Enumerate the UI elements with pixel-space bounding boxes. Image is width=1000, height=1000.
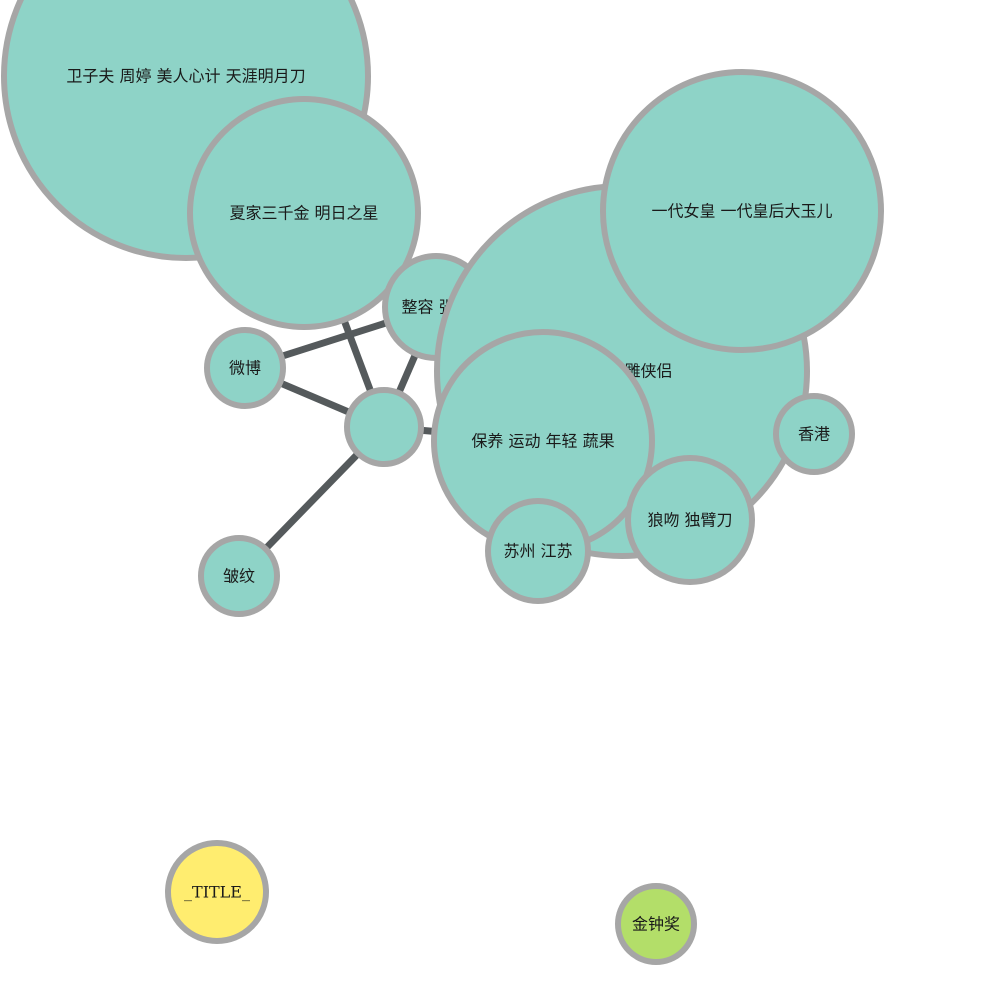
node-baoyang[interactable]: 保养 运动 年轻 蔬果: [431, 329, 655, 553]
node-label: 一代女皇 一代皇后大玉儿: [651, 202, 832, 221]
node-hub[interactable]: [344, 387, 424, 467]
node-label: 苏州 江苏: [503, 542, 572, 561]
node-langwen[interactable]: 狼吻 独臂刀: [625, 455, 755, 585]
node-circle: [204, 327, 286, 409]
node-label: 香港: [798, 425, 830, 444]
node-label: 微博: [229, 359, 261, 378]
node-weibo[interactable]: 微博: [204, 327, 286, 409]
node-title[interactable]: _TITLE_: [165, 840, 269, 944]
node-label: 金钟奖: [632, 915, 680, 934]
node-xiajia[interactable]: 夏家三千金 明日之星: [187, 96, 421, 330]
node-circle: [600, 69, 884, 353]
node-circle: [187, 96, 421, 330]
node-circle: [344, 387, 424, 467]
node-circle: [773, 393, 855, 475]
node-circle: [198, 535, 280, 617]
node-label: _TITLE_: [184, 883, 250, 902]
node-circle: [165, 840, 269, 944]
node-circle: [485, 498, 591, 604]
node-label: 保养 运动 年轻 蔬果: [471, 432, 614, 451]
node-jinzhong[interactable]: 金钟奖: [615, 883, 697, 965]
node-xianggang[interactable]: 香港: [773, 393, 855, 475]
node-label: 卫子夫 周婷 美人心计 天涯明月刀: [66, 67, 305, 86]
node-circle: [625, 455, 755, 585]
node-label: 夏家三千金 明日之星: [229, 204, 378, 223]
node-circle: [615, 883, 697, 965]
node-label: 皱纹: [223, 567, 255, 586]
node-suzhou[interactable]: 苏州 江苏: [485, 498, 591, 604]
node-yidai[interactable]: 一代女皇 一代皇后大玉儿: [600, 69, 884, 353]
node-label: 狼吻 独臂刀: [647, 511, 732, 530]
node-zhouwen[interactable]: 皱纹: [198, 535, 280, 617]
